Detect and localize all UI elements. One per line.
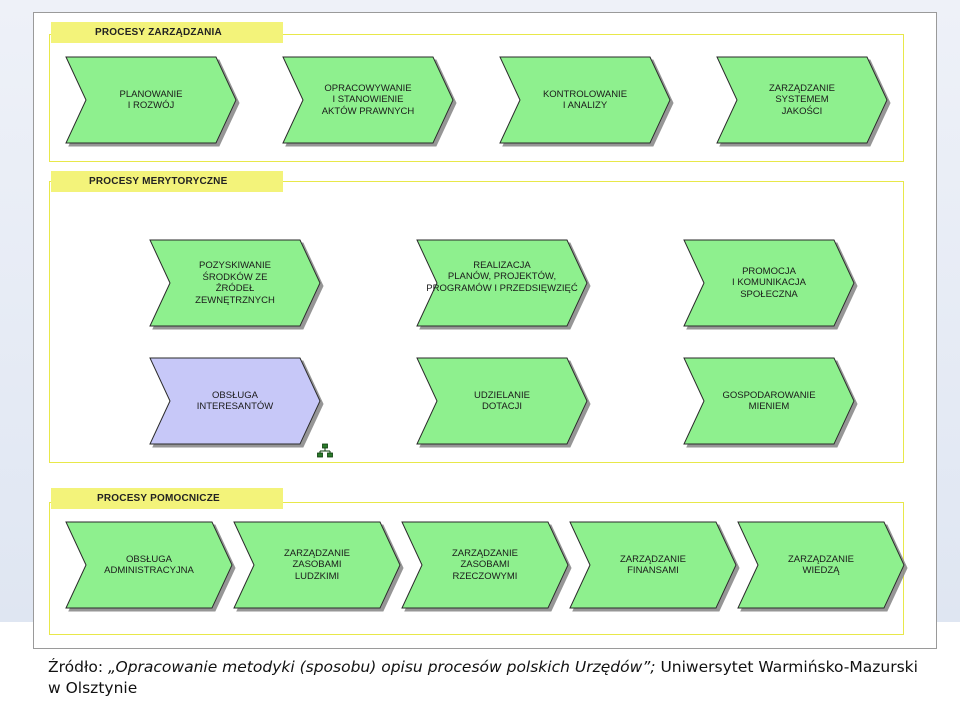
process-shape-pozyskiwanie-srodkow-ze-zrodel-zewnetrznych bbox=[149, 239, 321, 327]
caption-title: „Opracowanie metodyki (sposobu) opisu pr… bbox=[108, 658, 656, 676]
caption-institution: Uniwersytet Warmińsko-Mazurski w Olsztyn… bbox=[48, 658, 918, 697]
source-caption: Źródło: „Opracowanie metodyki (sposobu) … bbox=[48, 657, 928, 699]
process-label-gospodarowanie-mieniem: GOSPODAROWANIE MIENIEM bbox=[722, 389, 816, 413]
group-support-title: PROCESY POMOCNICZE bbox=[51, 488, 283, 509]
group-core bbox=[49, 181, 904, 463]
process-shape-gospodarowanie-mieniem bbox=[683, 357, 855, 445]
group-support bbox=[49, 502, 904, 635]
process-label-planowanie-i-rozwoj: PLANOWANIE I ROZWÓJ bbox=[119, 88, 183, 112]
process-label-obsluga-administracyjna: OBSŁUGA ADMINISTRACYJNA bbox=[104, 553, 194, 577]
process-label-zarzadzanie-finansami: ZARZĄDZANIE FINANSAMI bbox=[620, 553, 686, 577]
process-label-promocja-i-komunikacja-spoleczna: PROMOCJA I KOMUNIKACJA SPOŁECZNA bbox=[732, 265, 806, 300]
caption-prefix: Źródło: bbox=[48, 658, 109, 676]
process-label-zarzadzanie-zasobami-rzeczowymi: ZARZĄDZANIE ZASOBAMI RZECZOWYMI bbox=[452, 547, 518, 582]
process-shape-obsluga-administracyjna bbox=[65, 521, 233, 609]
process-shape-promocja-i-komunikacja-spoleczna bbox=[683, 239, 855, 327]
group-core-title: PROCESY MERYTORYCZNE bbox=[51, 171, 283, 192]
process-label-zarzadzanie-systemem-jakosci: ZARZĄDZANIE SYSTEMEM JAKOŚCI bbox=[769, 82, 835, 117]
process-label-kontrolowanie-i-analizy: KONTROLOWANIE I ANALIZY bbox=[542, 88, 628, 112]
process-label-opracowywanie-i-stanowienie-aktow-prawnych: OPRACOWYWANIE I STANOWIENIE AKTÓW PRAWNY… bbox=[321, 82, 415, 117]
process-shape-realizacja-planow-projektow-programow-i-przedsiewziec bbox=[416, 239, 588, 327]
process-label-zarzadzanie-wiedza: ZARZĄDZANIE WIEDZĄ bbox=[788, 553, 854, 577]
group-management-title: PROCESY ZARZĄDZANIA bbox=[51, 22, 283, 43]
process-shape-zarzadzanie-finansami bbox=[569, 521, 737, 609]
process-shape-obsluga-interesantow bbox=[149, 357, 321, 445]
hierarchy-icon bbox=[317, 443, 333, 458]
process-shape-zarzadzanie-zasobami-rzeczowymi bbox=[401, 521, 569, 609]
process-label-obsluga-interesantow: OBSŁUGA INTERESANTÓW bbox=[196, 389, 274, 413]
process-label-pozyskiwanie-srodkow-ze-zrodel-zewnetrznych: POZYSKIWANIE ŚRODKÓW ZE ŹRÓDEŁ ZEWNĘTRZN… bbox=[195, 260, 275, 306]
process-shape-opracowywanie-i-stanowienie-aktow-prawnych bbox=[282, 56, 454, 144]
process-shape-planowanie-i-rozwoj bbox=[65, 56, 237, 144]
process-shape-zarzadzanie-zasobami-ludzkimi bbox=[233, 521, 401, 609]
process-shape-zarzadzanie-systemem-jakosci bbox=[716, 56, 888, 144]
process-label-realizacja-planow-projektow-programow-i-przedsiewziec: REALIZACJA PLANÓW, PROJEKTÓW, PROGRAMÓW … bbox=[426, 259, 578, 294]
group-management bbox=[49, 34, 904, 162]
process-label-zarzadzanie-zasobami-ludzkimi: ZARZĄDZANIE ZASOBAMI LUDZKIMI bbox=[284, 547, 350, 582]
process-label-udzielanie-dotacji: UDZIELANIE DOTACJI bbox=[474, 389, 530, 413]
process-shape-zarzadzanie-wiedza bbox=[737, 521, 905, 609]
process-shape-kontrolowanie-i-analizy bbox=[499, 56, 671, 144]
process-shape-udzielanie-dotacji bbox=[416, 357, 588, 445]
